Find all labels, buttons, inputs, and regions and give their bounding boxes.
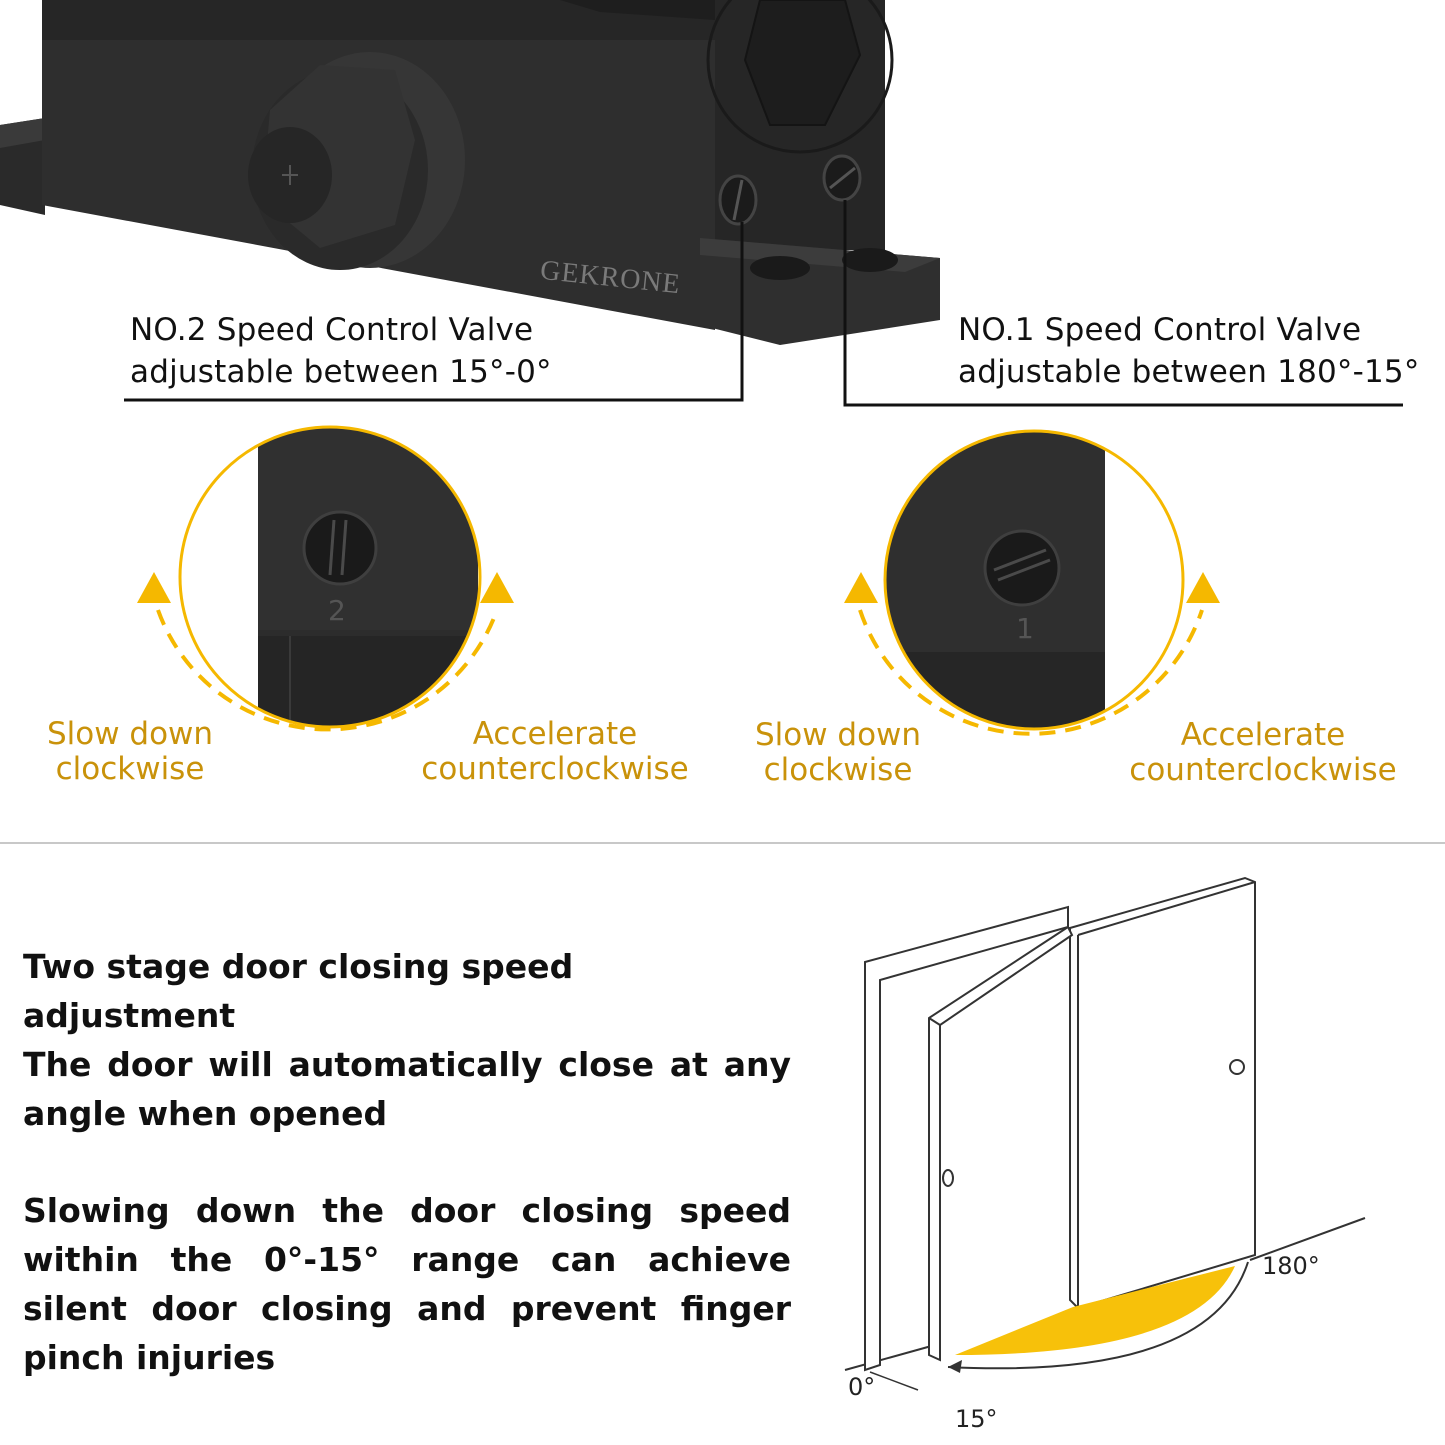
- angle-label-0: 0°: [848, 1373, 876, 1401]
- hex-nut: [743, 0, 862, 126]
- door-knob-open: [1229, 1059, 1245, 1075]
- valve-screw-1: [822, 154, 862, 202]
- valve1-arrow-left: [844, 572, 878, 603]
- valve1-arrow-right: [1186, 572, 1220, 603]
- closing-sweep-area: [955, 1266, 1235, 1355]
- description-auto-close: The door will automatically close at any…: [23, 1045, 791, 1133]
- valve1-title: NO.1 Speed Control Valve: [958, 312, 1362, 348]
- valve2-label: NO.2 Speed Control Valve adjustable betw…: [130, 309, 552, 393]
- valve2-title: NO.2 Speed Control Valve: [130, 312, 534, 348]
- valve1-callout-line: [843, 200, 1403, 407]
- door-knob-closing: [942, 1169, 954, 1187]
- valve2-arrow-left: [137, 572, 171, 603]
- valve1-range: adjustable between 180°-15°: [958, 354, 1420, 390]
- valve2-fast-label: Accelerate counterclockwise: [421, 716, 689, 787]
- valve-screw-2: [718, 174, 758, 226]
- description-heading: Two stage door closing speed adjustment: [23, 947, 574, 1035]
- door-frame: [864, 905, 1069, 1372]
- valve2-range: adjustable between 15°-0°: [130, 354, 552, 390]
- valve1-number: 1: [1016, 612, 1034, 645]
- door-open-180: [1069, 876, 1256, 1310]
- valve1-fast-label: Accelerate counterclockwise: [1129, 717, 1397, 788]
- valve2-arrow-right: [480, 572, 514, 603]
- angle-label-180: 180°: [1262, 1252, 1320, 1280]
- door-closing: [928, 925, 1074, 1362]
- valve2-rotation-arc: [156, 609, 499, 732]
- valve2-slow-label: Slow down clockwise: [46, 716, 214, 787]
- angle-label-15: 15°: [955, 1405, 998, 1433]
- valve1-label: NO.1 Speed Control Valve adjustable betw…: [958, 309, 1420, 393]
- valve1-slow-label: Slow down clockwise: [754, 717, 922, 788]
- valve1-rotation-arc: [858, 609, 1204, 736]
- product-illustration: [0, 0, 1445, 844]
- angle-arc: [947, 1261, 1249, 1370]
- valve2-number: 2: [328, 594, 346, 627]
- valve2-callout-line: [124, 222, 744, 402]
- description-silent-close: Slowing down the door closing speed with…: [23, 1191, 791, 1377]
